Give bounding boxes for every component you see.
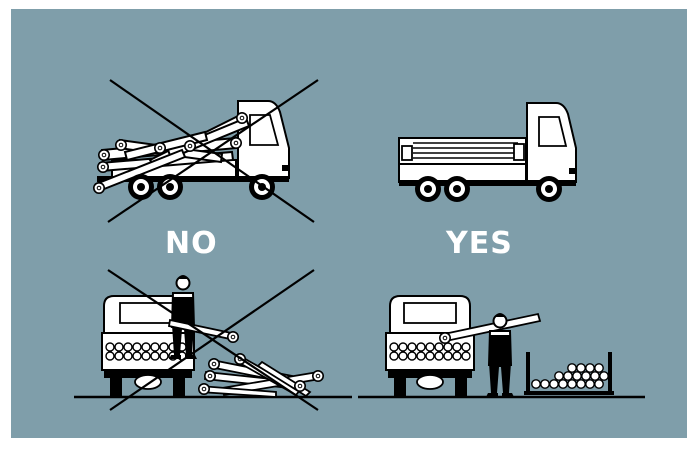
label-yes: YES bbox=[446, 226, 513, 261]
label-no: NO bbox=[165, 226, 218, 261]
